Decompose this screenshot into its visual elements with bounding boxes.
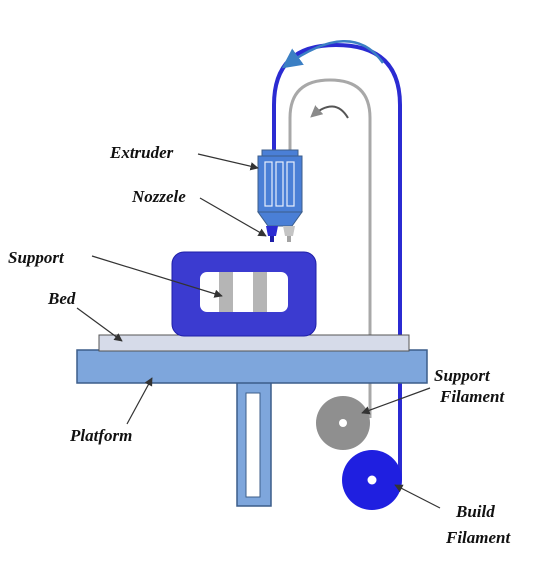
support-filament-label-line1: Support: [434, 366, 491, 385]
platform-leader-line: [126, 377, 153, 425]
extruder-label: Extruder: [109, 143, 174, 162]
bed: [98, 334, 410, 352]
extruder-heater-fin-2: [275, 161, 284, 207]
support-label: Support: [8, 248, 65, 267]
build-nozzle-tip: [270, 236, 274, 242]
nozzle-leader-line: [199, 197, 267, 237]
extruder-heater-fin-1: [264, 161, 273, 207]
build-rotation-arrow-icon: [281, 40, 385, 69]
platform-label: Platform: [69, 426, 132, 445]
build-filament-path: [272, 42, 402, 480]
support-column-left: [219, 272, 233, 312]
support-nozzle: [283, 226, 295, 236]
support-filament-spool: [316, 396, 370, 450]
build-filament-spool: [342, 450, 402, 510]
build-filament-label-line1: Build: [455, 502, 495, 521]
support-filament-label-line2: Filament: [439, 387, 506, 406]
support-filament-path: [288, 78, 372, 418]
extruder-leader-line: [197, 153, 259, 171]
extruder-taper: [257, 211, 303, 227]
support-rotation-arrow-icon: [310, 105, 349, 119]
support-column-right: [253, 272, 267, 312]
extruder-cap: [261, 149, 299, 157]
extruder-heater-fin-3: [286, 161, 295, 207]
bed-leader-line: [76, 307, 123, 342]
build-nozzle: [266, 226, 278, 236]
nozzle-label: Nozzele: [131, 187, 186, 206]
build-filament-leader-line: [394, 484, 441, 509]
build-filament-label-line2: Filament: [445, 528, 512, 547]
stand-leg-slot: [245, 392, 261, 498]
platform: [76, 349, 428, 384]
bed-label: Bed: [47, 289, 76, 308]
extruder: [257, 149, 303, 227]
printed-part-cavity: [200, 272, 288, 312]
support-nozzle-tip: [287, 236, 291, 242]
support-leader-line: [91, 255, 223, 298]
support-filament-leader-line: [361, 387, 431, 415]
